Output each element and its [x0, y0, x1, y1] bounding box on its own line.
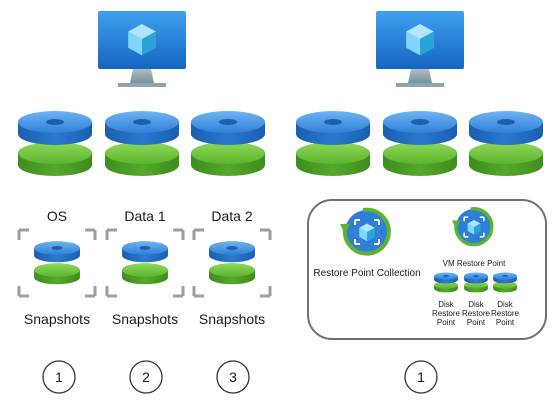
disk-restore-point-line3: Point: [496, 318, 515, 327]
step-number: 2: [142, 369, 150, 385]
step-number: 1: [55, 369, 63, 385]
left-disk-data1: [105, 111, 179, 176]
disk-restore-point-line1: Disk: [497, 300, 514, 309]
disk-restore-point-label-2: Disk Restore Point: [462, 300, 491, 327]
left-vm-monitor-icon: [98, 11, 186, 87]
snapshot-caption-data2: Snapshots: [199, 311, 265, 327]
vm-restore-point-label: VM Restore Point: [443, 259, 506, 268]
left-disk-os: [18, 111, 92, 176]
disk-restore-point-line2: Restore: [432, 309, 461, 318]
step-number: 3: [229, 369, 237, 385]
right-vm-monitor-icon: [376, 11, 464, 87]
right-disk-1: [296, 111, 370, 176]
step-circle-right-1: 1: [404, 360, 438, 394]
disk-label-data1: Data 1: [124, 208, 165, 224]
step-circle-1: 1: [42, 360, 76, 394]
restore-point-collection-label: Restore Point Collection: [313, 268, 420, 279]
disk-label-os: OS: [47, 208, 67, 224]
disk-restore-point-label-3: Disk Restore Point: [491, 300, 520, 327]
disk-restore-point-line2: Restore: [462, 309, 491, 318]
disk-restore-point-line1: Disk: [438, 300, 455, 309]
snapshot-caption-data1: Snapshots: [112, 311, 178, 327]
disk-restore-point-line2: Restore: [491, 309, 520, 318]
right-disk-2: [383, 111, 457, 176]
step-circle-3: 3: [216, 360, 250, 394]
disk-label-data2: Data 2: [211, 208, 252, 224]
disk-restore-point-label-1: Disk Restore Point: [432, 300, 461, 327]
step-circle-2: 2: [129, 360, 163, 394]
disk-restore-point-line3: Point: [437, 318, 456, 327]
step-number: 1: [417, 369, 425, 385]
disk-restore-point-line1: Disk: [468, 300, 485, 309]
snapshot-caption-os: Snapshots: [24, 311, 90, 327]
left-disk-data2: [191, 111, 265, 176]
right-disk-3: [469, 111, 543, 176]
disk-restore-point-line3: Point: [467, 318, 486, 327]
snapshot-data1: [105, 228, 185, 298]
snapshot-os: [17, 228, 97, 298]
snapshot-data2: [192, 228, 272, 298]
